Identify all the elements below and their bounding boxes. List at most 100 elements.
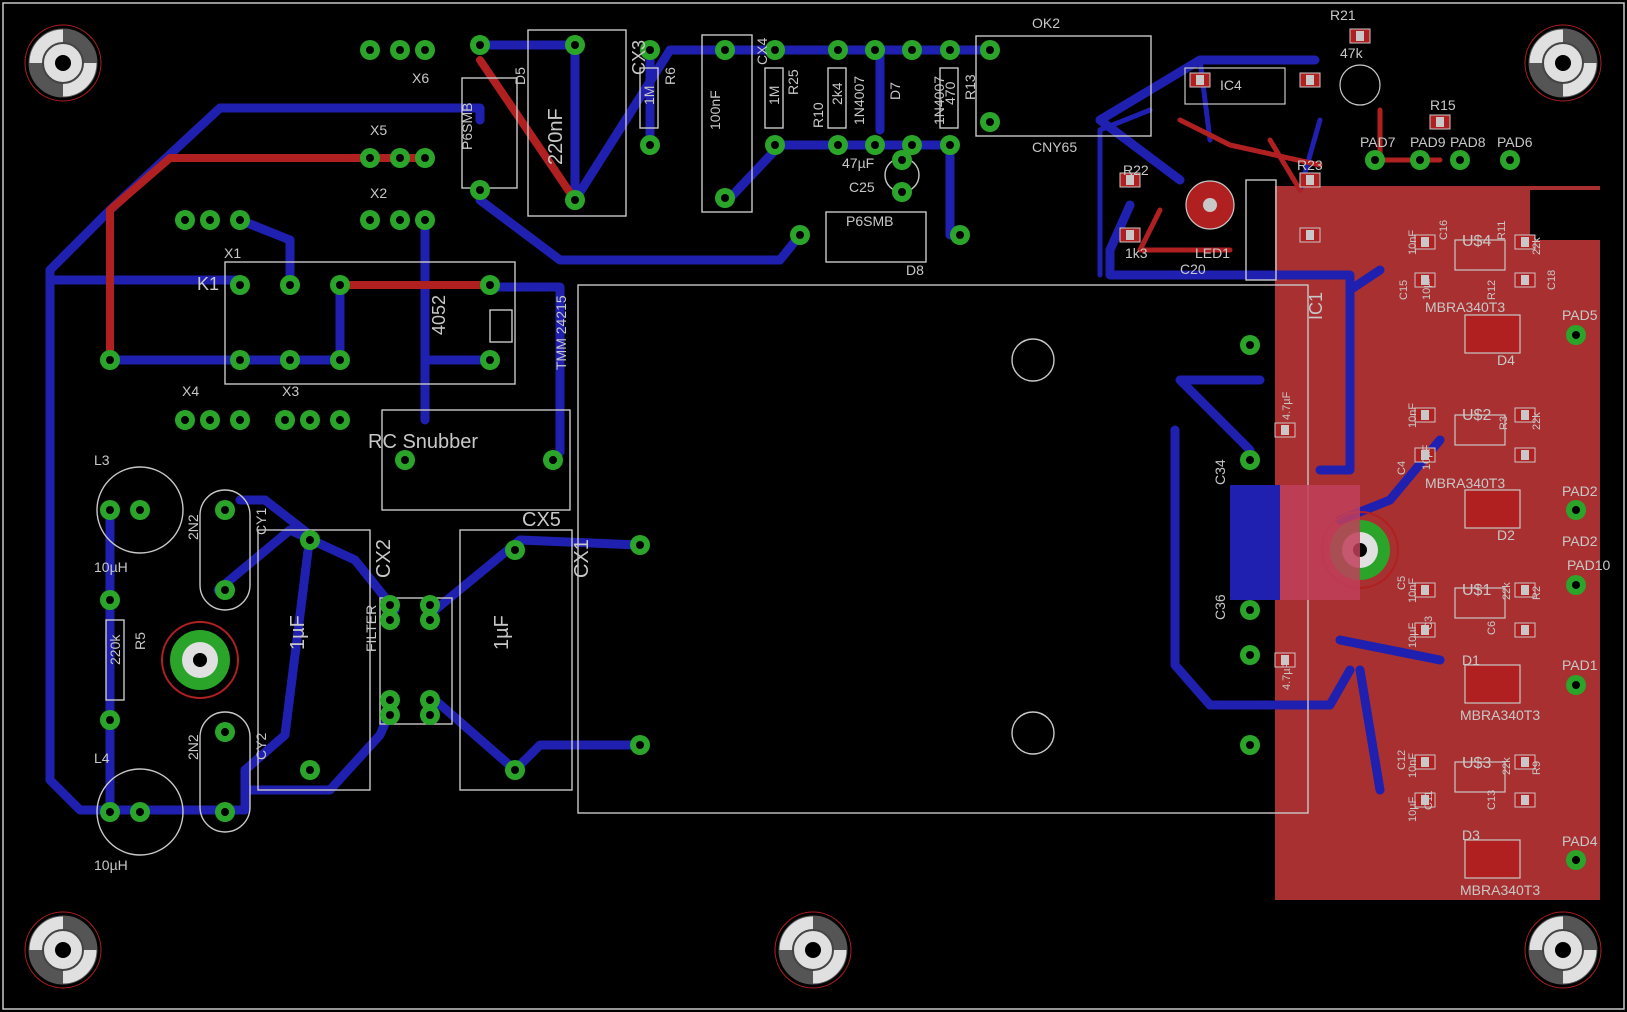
smd-parts bbox=[1119, 28, 1536, 879]
label-pad1: PAD1 bbox=[1562, 657, 1598, 673]
label-mbra-u4: MBRA340T3 bbox=[1425, 299, 1505, 315]
label-pad4: PAD4 bbox=[1562, 833, 1598, 849]
mounting-hole-tl bbox=[24, 24, 102, 102]
label-x3: X3 bbox=[282, 383, 299, 399]
label-relay: 4052 bbox=[429, 295, 449, 335]
label-c35-val: 4.7µF bbox=[1281, 661, 1293, 690]
label-cx1: CX1 bbox=[571, 539, 593, 578]
label-cy2: CY2 bbox=[253, 733, 269, 760]
label-r23: R23 bbox=[1297, 157, 1323, 173]
label-cx5: CX5 bbox=[522, 509, 561, 531]
label-snubber: RC Snubber bbox=[368, 431, 478, 453]
label-filter: FILTER bbox=[363, 605, 379, 652]
label-pad8: PAD8 bbox=[1450, 134, 1486, 150]
label-r21: R21 bbox=[1330, 7, 1356, 23]
label-d1: D1 bbox=[1462, 652, 1480, 668]
label-c12-val: 10nF bbox=[1407, 753, 1419, 778]
label-u3: U$3 bbox=[1462, 755, 1491, 772]
label-l3-val: 10µH bbox=[94, 559, 128, 575]
label-c15: C15 bbox=[1398, 280, 1410, 300]
label-r6-val: 1M bbox=[641, 86, 657, 105]
label-r13-val: 470 bbox=[942, 81, 958, 105]
label-c13: C13 bbox=[1486, 790, 1498, 810]
label-cx2-val: 1µF bbox=[287, 615, 309, 650]
label-r2: R2 bbox=[1531, 586, 1543, 600]
label-cx4-val: 100nF bbox=[707, 90, 723, 130]
label-pad2: PAD2 bbox=[1562, 483, 1598, 499]
label-u2: U$2 bbox=[1462, 407, 1491, 424]
mounting-hole-tr bbox=[1524, 24, 1602, 102]
label-c34: C34 bbox=[1212, 459, 1228, 485]
label-c4-10uf: 10µF bbox=[1421, 444, 1433, 470]
label-cy2-val: 2N2 bbox=[185, 734, 201, 760]
label-cy1-val: 2N2 bbox=[185, 514, 201, 540]
label-pad7: PAD7 bbox=[1360, 134, 1396, 150]
label-c3: C3 bbox=[1423, 616, 1435, 630]
label-pad6: PAD6 bbox=[1497, 134, 1533, 150]
label-d8-type: P6SMB bbox=[846, 213, 893, 229]
label-mbra-d3: MBRA340T3 bbox=[1460, 882, 1540, 898]
label-r10-val: 2k4 bbox=[829, 82, 845, 105]
label-ok2-type: CNY65 bbox=[1032, 139, 1077, 155]
label-c3-val: 10µF bbox=[1407, 622, 1419, 648]
label-l4: L4 bbox=[94, 750, 110, 766]
label-cx5-val: 1µF bbox=[491, 615, 513, 650]
label-c4-10nf: 10nF bbox=[1407, 403, 1419, 428]
label-c25-val: 47µF bbox=[842, 155, 874, 171]
label-cy1: CY1 bbox=[253, 508, 269, 535]
label-c16: C16 bbox=[1438, 220, 1450, 240]
label-ic4: IC4 bbox=[1220, 77, 1242, 93]
label-r3: R3 bbox=[1498, 416, 1510, 430]
label-cx3: CX3 bbox=[629, 40, 649, 75]
label-c20: C20 bbox=[1180, 261, 1206, 277]
mounting-hole-bl bbox=[24, 911, 102, 989]
label-r11-val: 22k bbox=[1531, 237, 1543, 255]
label-mbra-u2: MBRA340T3 bbox=[1425, 475, 1505, 491]
label-u1: U$1 bbox=[1462, 582, 1491, 599]
label-k1: K1 bbox=[197, 274, 219, 294]
label-c4: C4 bbox=[1396, 461, 1408, 475]
mounting-hole-br bbox=[1524, 911, 1602, 989]
label-d3: D3 bbox=[1462, 827, 1480, 843]
label-r5: R5 bbox=[132, 632, 148, 650]
label-u4: U$4 bbox=[1462, 233, 1491, 250]
label-led1: LED1 bbox=[1195, 245, 1230, 261]
label-r9: R9 bbox=[1531, 761, 1543, 775]
label-d7: D7 bbox=[887, 82, 903, 100]
label-c12: C12 bbox=[1396, 750, 1408, 770]
label-x4: X4 bbox=[182, 383, 199, 399]
label-cx2: CX2 bbox=[373, 539, 395, 578]
label-d2: D2 bbox=[1497, 527, 1515, 543]
label-pad9: PAD9 bbox=[1410, 134, 1446, 150]
label-c15-val: 10µF bbox=[1421, 274, 1433, 300]
label-x6: X6 bbox=[412, 70, 429, 86]
label-r22-val: 1k3 bbox=[1125, 245, 1148, 261]
label-d8: D8 bbox=[906, 262, 924, 278]
label-c6: C6 bbox=[1486, 621, 1498, 635]
label-c5: C5 bbox=[1396, 576, 1408, 590]
label-c36: C36 bbox=[1212, 594, 1228, 620]
label-r22: R22 bbox=[1123, 162, 1149, 178]
label-pad5: PAD5 bbox=[1562, 307, 1598, 323]
label-ok2: OK2 bbox=[1032, 15, 1060, 31]
label-c16-val: 10nF bbox=[1407, 230, 1419, 255]
label-r5-val: 220k bbox=[107, 634, 123, 665]
label-r25-val: 1M bbox=[766, 86, 782, 105]
label-r10: R10 bbox=[810, 102, 826, 128]
label-x5: X5 bbox=[370, 122, 387, 138]
label-r3-val: 22k bbox=[1531, 412, 1543, 430]
label-pad2b: PAD2 bbox=[1562, 533, 1598, 549]
label-d4: D4 bbox=[1497, 352, 1515, 368]
label-x1: X1 bbox=[224, 245, 241, 261]
label-r13: R13 bbox=[962, 74, 978, 100]
label-r25: R25 bbox=[785, 69, 801, 95]
label-r6: R6 bbox=[662, 67, 678, 85]
label-c11: C11 bbox=[1423, 791, 1435, 810]
label-c25: C25 bbox=[849, 179, 875, 195]
label-x2: X2 bbox=[370, 185, 387, 201]
label-r11: R11 bbox=[1496, 221, 1508, 240]
label-r2-val: 22k bbox=[1501, 582, 1513, 600]
label-cx4: CX4 bbox=[754, 38, 770, 65]
label-d5: D5 bbox=[512, 67, 528, 85]
